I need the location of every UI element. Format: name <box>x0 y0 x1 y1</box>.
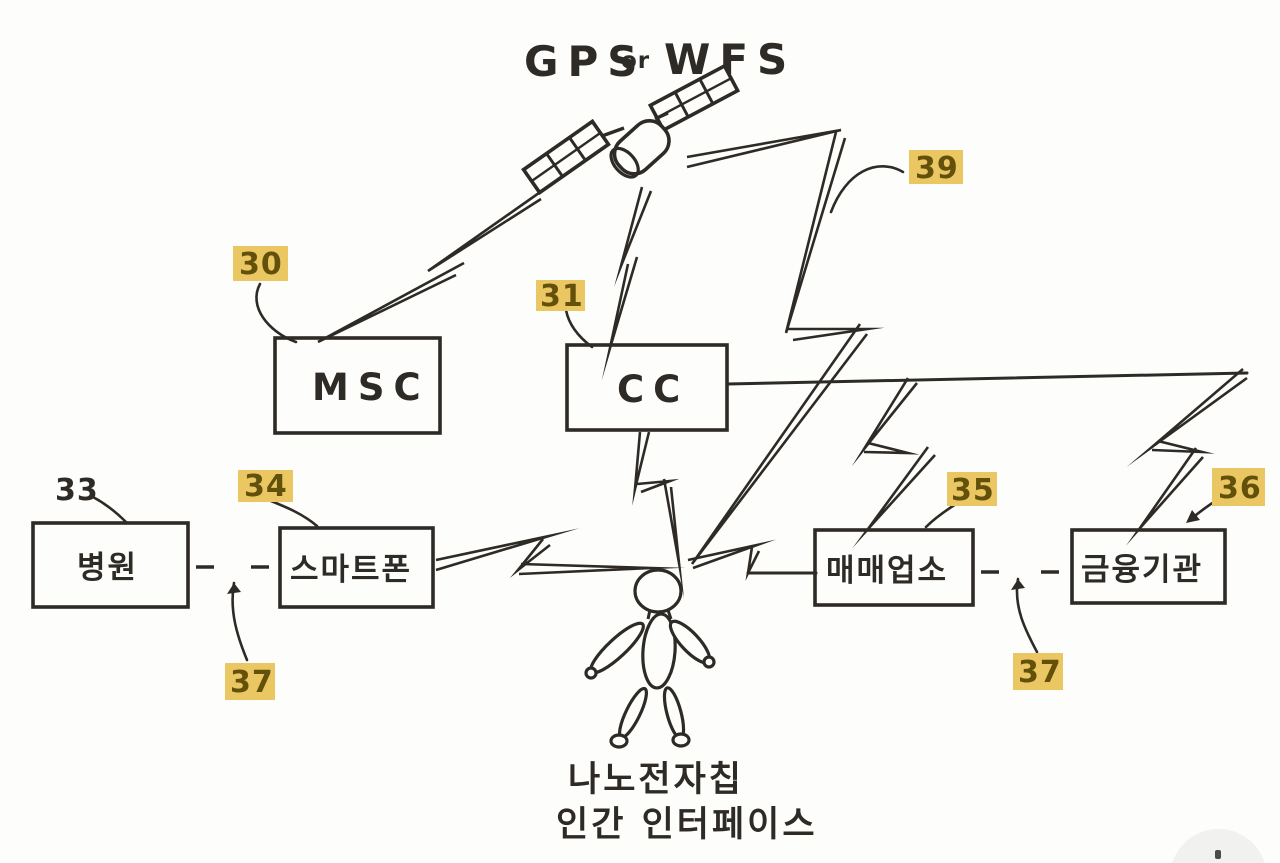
title-or: or <box>621 48 650 74</box>
satellite-strut-left <box>601 126 625 138</box>
ref-label-37-right: 37 <box>1013 653 1063 690</box>
satellite-icon <box>521 63 741 196</box>
ref-label-36: 36 <box>1212 468 1265 506</box>
arrowhead-36 <box>1186 510 1200 523</box>
node-bank: 금융기관 <box>1070 528 1227 605</box>
bank-label: 금융기관 <box>1081 552 1203 588</box>
ref-label-35: 35 <box>947 472 997 508</box>
figure-caption: 나노전자칩 인간 인터페이스 <box>556 760 818 845</box>
leader-39 <box>829 165 905 214</box>
node-smartphone: 스마트폰 <box>278 526 435 609</box>
caption-line1: 나노전자칩 <box>568 760 744 800</box>
bolt-39-icon <box>686 128 885 565</box>
ref-34-text: 34 <box>244 469 288 504</box>
node-hospital: 병원 <box>31 521 190 609</box>
leader-31 <box>564 308 594 349</box>
leader-34 <box>269 499 319 528</box>
arrowhead-37-left <box>227 583 241 594</box>
node-store: 매매업소 <box>813 528 975 607</box>
ref-37-left-text: 37 <box>230 665 274 700</box>
person-torso <box>641 612 677 690</box>
ref-31-text: 31 <box>540 279 584 314</box>
leader-30 <box>255 282 298 344</box>
arrow-37-left <box>227 581 249 662</box>
bolt-bus-store-icon <box>851 377 936 549</box>
arrowhead-37-right <box>1011 579 1025 590</box>
ref-label-34: 34 <box>238 469 293 504</box>
floating-button-glyph <box>1215 850 1221 859</box>
node-msc: MSC <box>273 336 442 435</box>
person-foot-left <box>609 733 629 749</box>
bolt-smartphone-person-icon <box>435 528 686 578</box>
ref-label-31: 31 <box>536 279 585 314</box>
person-icon <box>584 568 716 749</box>
ref-35-text: 35 <box>951 473 995 508</box>
smartphone-label: 스마트폰 <box>290 552 412 588</box>
ref-30-text: 30 <box>239 247 283 282</box>
person-head <box>633 568 683 614</box>
title-gps: GPS <box>524 37 647 86</box>
ref-37-right-text: 37 <box>1018 655 1062 690</box>
figure-title: GPS or WFS <box>524 35 787 86</box>
bolt-satellite-cc-icon <box>601 186 653 381</box>
ref-label-33: 33 <box>55 473 99 508</box>
ref-label-39: 39 <box>909 150 963 186</box>
cc-label: CC <box>617 368 689 411</box>
person-hand-left <box>584 666 598 680</box>
cc-bus-line <box>725 371 1249 386</box>
leader-33 <box>91 495 128 524</box>
person-hand-right <box>702 655 716 669</box>
ref-39-text: 39 <box>915 151 959 186</box>
bolt-cc-person-icon <box>632 431 685 599</box>
msc-label: MSC <box>312 366 430 409</box>
node-cc: CC <box>565 343 729 432</box>
bolt-bus-bank-icon <box>1125 368 1248 546</box>
ref-36-text: 36 <box>1218 471 1262 506</box>
person-foot-right <box>671 732 691 748</box>
ref-label-37-left: 37 <box>225 663 275 700</box>
arrow-37-right <box>1011 577 1039 654</box>
satellite-strut-right <box>654 111 669 121</box>
person-leg-right <box>662 686 686 740</box>
hospital-label: 병원 <box>77 550 138 586</box>
ref-label-30: 30 <box>233 246 288 282</box>
caption-line2: 인간 인터페이스 <box>556 805 818 845</box>
satellite-panel-left <box>521 118 611 196</box>
person-leg-left <box>617 686 649 740</box>
store-label: 매매업소 <box>826 553 948 589</box>
bolt-satellite-msc-icon <box>317 186 547 344</box>
link-person-store-icon <box>687 539 818 581</box>
satellite-body <box>609 119 671 179</box>
ref-33-text: 33 <box>55 473 99 508</box>
